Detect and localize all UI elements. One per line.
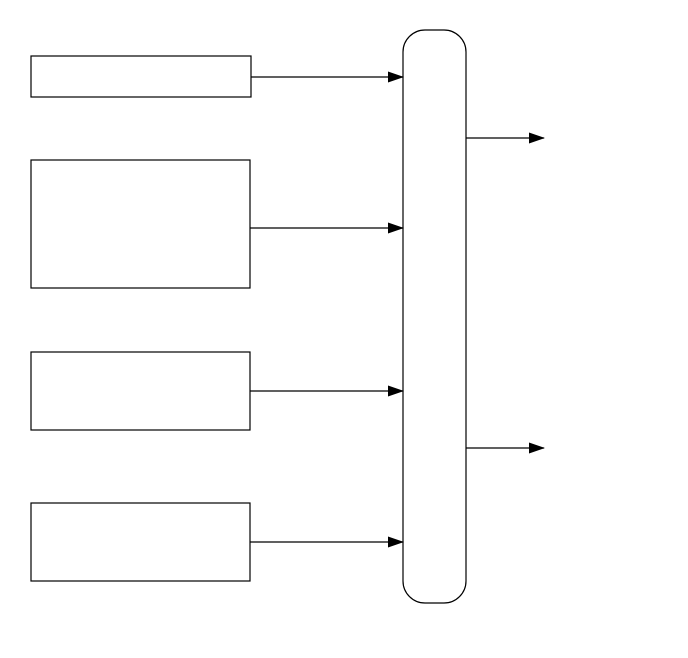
input-box-3 — [30, 351, 251, 431]
input-box-2 — [30, 159, 251, 289]
hub-node — [402, 29, 467, 604]
input-box-1 — [30, 55, 252, 98]
input-box-4 — [30, 502, 251, 582]
